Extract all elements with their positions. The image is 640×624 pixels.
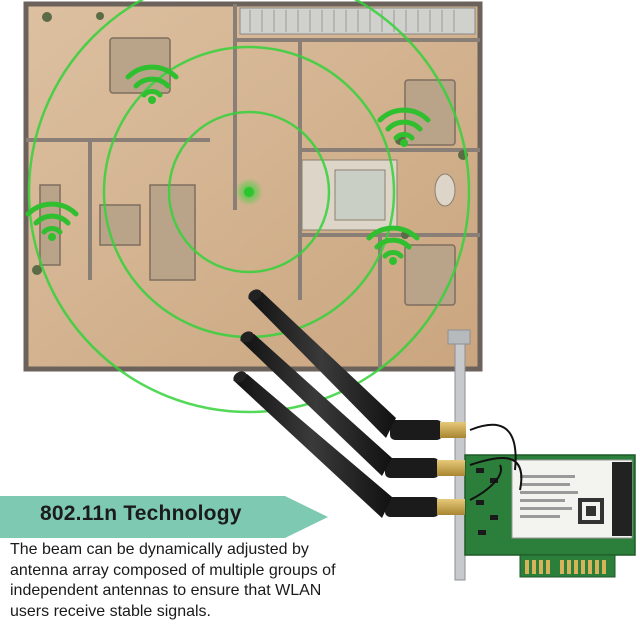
antenna [233, 371, 465, 518]
banner-title: 802.11n Technology [40, 502, 242, 525]
wifi-pcie-card [447, 329, 636, 581]
feature-banner: 802.11n Technology [0, 496, 330, 538]
wifi-icon [25, 201, 79, 241]
wifi-icon [366, 225, 420, 265]
antenna [248, 289, 466, 440]
wifi-icon [377, 107, 431, 147]
feature-description: The beam can be dynamically adjusted by … [10, 541, 336, 620]
antenna [240, 331, 465, 478]
banner-arrow-shape [0, 496, 328, 538]
wifi-icon [125, 64, 179, 104]
router-center-dot [235, 178, 263, 206]
floor-plan [23, 1, 483, 372]
